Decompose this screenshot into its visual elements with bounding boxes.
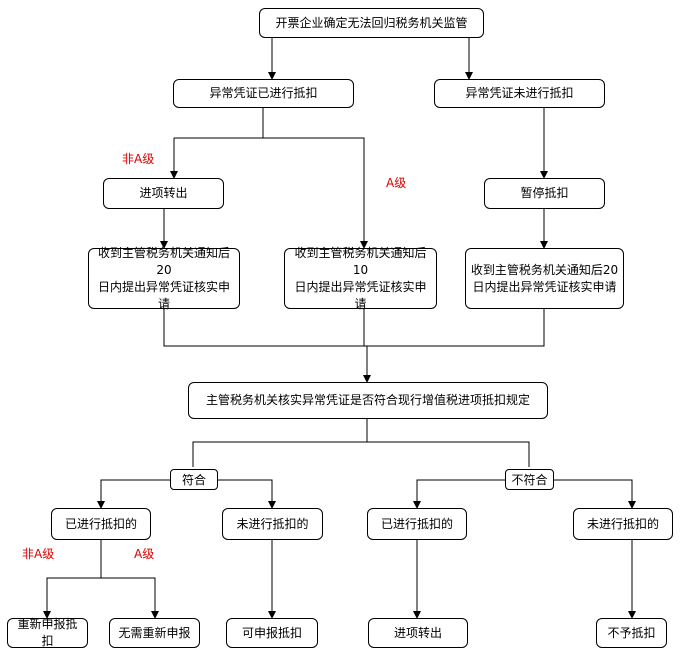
- node-nomatch-deducted: 已进行抵扣的: [367, 508, 467, 540]
- node-nomatch-not-deducted: 未进行抵扣的: [573, 508, 673, 540]
- node-verify-label: 主管税务机关核实异常凭证是否符合现行增值税进项抵扣规定: [205, 393, 530, 407]
- edge-verify-split: [192, 419, 368, 467]
- node-notice-10: 收到主管税务机关通知后10 日内提出异常凭证核实申请: [284, 246, 437, 311]
- edge-verify-nomatch: [367, 441, 530, 467]
- node-start: 开票企业确定无法回归税务机关监管: [259, 8, 484, 38]
- node-no-deduct-label: 不予抵扣: [607, 625, 656, 640]
- edge-match-deducted-a: [101, 577, 159, 619]
- edge-label-a-top: A级: [386, 176, 407, 190]
- node-no-deduct: 不予抵扣: [596, 618, 667, 648]
- edge-match-deducted-split: [43, 540, 102, 619]
- edge-label-a-bottom: A级: [134, 547, 155, 561]
- edge-label-non-a-bottom: 非A级: [22, 547, 55, 561]
- node-notice-20-left: 收到主管税务机关通知后20 日内提出异常凭证核实申请: [88, 246, 240, 311]
- edge-nomatch-left: [413, 479, 505, 509]
- edge-nomatch-right: [554, 479, 636, 509]
- node-can-declare-label: 可申报抵扣: [241, 625, 302, 640]
- node-match-not-deducted-label: 未进行抵扣的: [236, 516, 309, 531]
- node-no-redeclare-label: 无需重新申报: [118, 625, 191, 640]
- node-nomatch-transfer-out-label: 进项转出: [393, 625, 442, 640]
- node-deducted: 异常凭证已进行抵扣: [173, 79, 354, 108]
- node-match-deducted-label: 已进行抵扣的: [64, 516, 137, 531]
- node-start-label: 开票企业确定无法回归税务机关监管: [275, 15, 468, 30]
- node-nomatch-transfer-out: 进项转出: [368, 618, 468, 648]
- edge-to-notice10: [263, 137, 368, 249]
- node-notice-10-label: 收到主管税务机关通知后10 日内提出异常凭证核实申请: [294, 245, 427, 311]
- node-deducted-label: 异常凭证已进行抵扣: [209, 86, 318, 100]
- tag-no-match-label: 不符合: [511, 473, 548, 487]
- edge-match-left: [97, 479, 170, 509]
- tag-match: 符合: [170, 469, 218, 490]
- node-nomatch-not-deducted-label: 未进行抵扣的: [586, 516, 659, 531]
- node-redeclare: 重新申报抵扣: [7, 617, 88, 648]
- tag-no-match: 不符合: [505, 469, 554, 490]
- node-suspend-label: 暂停抵扣: [520, 186, 569, 200]
- node-transfer-out-label: 进项转出: [139, 186, 188, 200]
- node-match-deducted: 已进行抵扣的: [51, 508, 151, 540]
- edge-label-non-a-top: 非A级: [122, 152, 155, 166]
- node-match-not-deducted: 未进行抵扣的: [222, 508, 323, 540]
- node-not-deducted-label: 异常凭证未进行抵扣: [465, 86, 574, 100]
- node-nomatch-deducted-label: 已进行抵扣的: [380, 516, 453, 531]
- tag-match-label: 符合: [181, 473, 206, 487]
- edge-deducted-split: [174, 108, 264, 139]
- node-suspend: 暂停抵扣: [484, 178, 605, 209]
- node-can-declare: 可申报抵扣: [226, 618, 318, 648]
- edge-match-right: [218, 479, 276, 509]
- node-redeclare-label: 重新申报抵扣: [17, 617, 78, 648]
- node-verify: 主管税务机关核实异常凭证是否符合现行增值税进项抵扣规定: [188, 382, 548, 419]
- node-notice-20-right-label: 收到主管税务机关通知后20 日内提出异常凭证核实申请: [470, 262, 619, 294]
- edge-merge: [163, 309, 545, 347]
- node-transfer-out: 进项转出: [103, 178, 224, 209]
- node-notice-20-right: 收到主管税务机关通知后20 日内提出异常凭证核实申请: [465, 248, 624, 309]
- node-no-redeclare: 无需重新申报: [109, 618, 200, 648]
- node-not-deducted: 异常凭证未进行抵扣: [434, 79, 605, 108]
- node-notice-20-left-label: 收到主管税务机关通知后20 日内提出异常凭证核实申请: [97, 245, 230, 311]
